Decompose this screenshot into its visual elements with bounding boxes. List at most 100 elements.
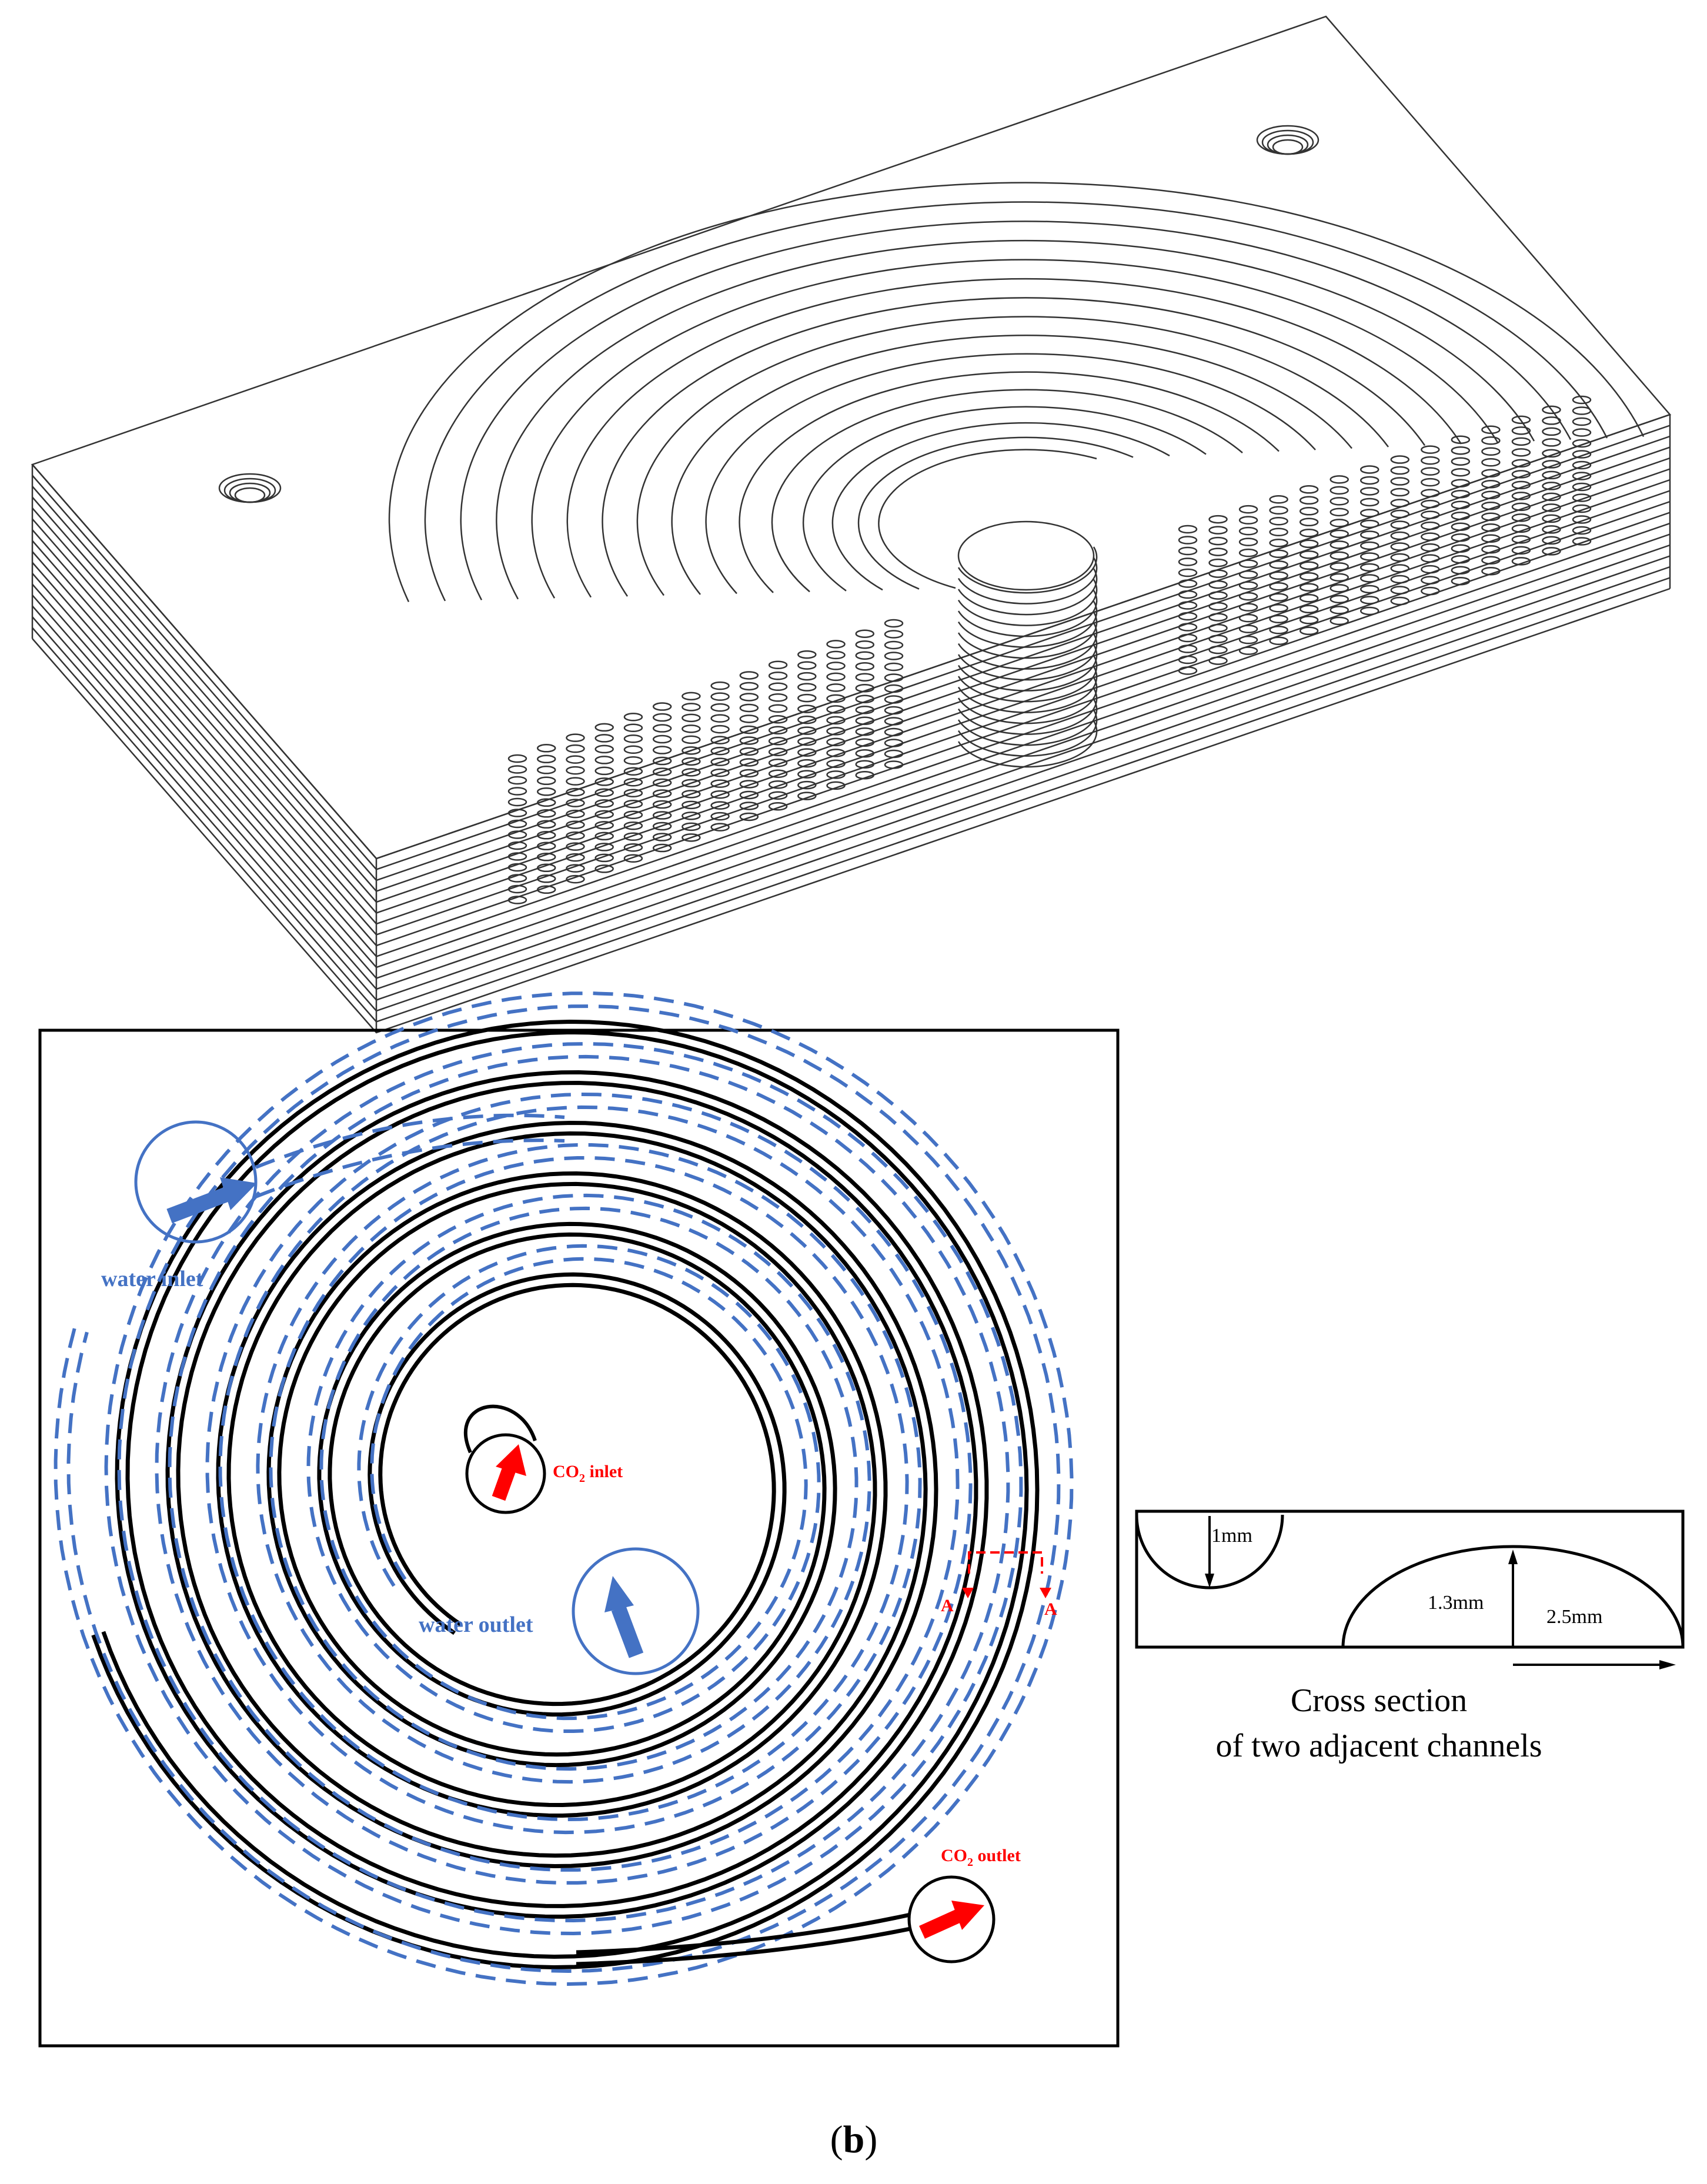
channel-port bbox=[507, 776, 527, 785]
channel-port bbox=[1238, 537, 1258, 546]
water-channel-dashed bbox=[54, 991, 1074, 1986]
channel-port bbox=[1511, 524, 1531, 533]
channel-port bbox=[682, 724, 701, 733]
channel-port bbox=[797, 748, 817, 757]
channel-arc bbox=[460, 221, 1572, 600]
channel-port bbox=[594, 843, 614, 851]
channel-port bbox=[1572, 439, 1592, 448]
channel-port bbox=[1299, 626, 1319, 636]
channel-arc bbox=[739, 371, 1280, 593]
channel-port bbox=[855, 683, 875, 693]
water-channel-dashed bbox=[66, 1004, 1061, 1973]
width-arrow-icon bbox=[1513, 1660, 1676, 1669]
channel-port bbox=[826, 662, 846, 670]
channel-port bbox=[682, 735, 701, 744]
channel-port bbox=[1421, 489, 1440, 497]
channel-port bbox=[739, 747, 759, 756]
channel-port bbox=[797, 770, 817, 779]
channel-port bbox=[1451, 533, 1471, 542]
channel-port bbox=[1542, 438, 1561, 447]
channel-port bbox=[855, 640, 875, 649]
channel-port bbox=[1542, 492, 1561, 502]
channel-port bbox=[1451, 479, 1471, 487]
co2-outlet-lead bbox=[576, 1912, 911, 1955]
channel-port bbox=[594, 853, 614, 863]
channel-port bbox=[566, 820, 585, 829]
channel-port bbox=[1451, 522, 1471, 531]
channel-port bbox=[826, 759, 846, 769]
channel-port bbox=[1269, 527, 1288, 536]
channel-port bbox=[623, 734, 643, 743]
channel-port bbox=[652, 843, 672, 853]
water-inlet-label: water inlet bbox=[101, 1267, 203, 1291]
channel-port bbox=[1390, 542, 1410, 551]
channel-port bbox=[884, 640, 904, 650]
channel-port bbox=[855, 651, 875, 660]
channel-port bbox=[739, 736, 759, 745]
channel-port bbox=[797, 693, 817, 703]
channel-port bbox=[1421, 456, 1440, 465]
channel-port bbox=[884, 727, 904, 737]
channel-port bbox=[768, 780, 788, 789]
channel-port bbox=[1542, 449, 1561, 458]
channel-port bbox=[826, 694, 846, 703]
channel-port bbox=[623, 789, 643, 797]
channel-port bbox=[1511, 513, 1531, 522]
channel-port bbox=[1390, 499, 1410, 507]
channel-port bbox=[826, 705, 846, 714]
channel-port bbox=[1451, 467, 1471, 477]
channel-port bbox=[566, 766, 585, 775]
channel-port bbox=[1208, 602, 1228, 611]
co2-inlet-label: CO2 inlet bbox=[553, 1462, 623, 1485]
water-inlet-lead bbox=[255, 1138, 565, 1198]
channel-port bbox=[566, 744, 585, 753]
channel-port bbox=[566, 874, 585, 884]
section-a-a-marker bbox=[962, 1551, 1051, 1598]
channel-port bbox=[855, 770, 875, 780]
channel-port bbox=[1451, 576, 1471, 586]
channel-port bbox=[710, 746, 730, 756]
channel-port bbox=[1238, 592, 1258, 601]
spiral-panel: water inlet water outlet CO2 inlet bbox=[38, 991, 1120, 2048]
spiral-channels bbox=[54, 991, 1074, 1986]
channel-arc bbox=[671, 335, 1352, 595]
channel-port bbox=[1178, 590, 1198, 599]
channel-port bbox=[507, 765, 527, 774]
channel-port bbox=[1269, 538, 1288, 547]
channel-port bbox=[797, 704, 817, 713]
channel-port bbox=[1269, 495, 1288, 504]
channel-port bbox=[623, 756, 643, 765]
channel-port bbox=[710, 757, 730, 766]
channel-port bbox=[1572, 460, 1592, 470]
channel-port bbox=[652, 789, 672, 798]
channel-port bbox=[1208, 558, 1228, 567]
channel-port bbox=[1329, 584, 1349, 593]
channel-port bbox=[1178, 536, 1198, 545]
channel-port bbox=[797, 759, 817, 768]
channel-port bbox=[1390, 564, 1410, 573]
channel-port bbox=[1359, 606, 1379, 616]
channel-port bbox=[710, 768, 730, 777]
channel-port bbox=[594, 723, 614, 732]
channel-port bbox=[1178, 579, 1198, 588]
channel-port bbox=[1421, 477, 1440, 487]
channel-port bbox=[1178, 546, 1198, 556]
channel-port bbox=[1451, 544, 1471, 553]
channel-port bbox=[884, 684, 904, 693]
channel-port bbox=[1269, 571, 1288, 580]
channel-port bbox=[826, 749, 846, 757]
channel-port bbox=[1359, 476, 1379, 485]
channel-port bbox=[536, 776, 556, 786]
channel-port bbox=[1329, 507, 1349, 517]
channel-port bbox=[682, 800, 701, 810]
channel-port bbox=[652, 756, 672, 766]
channel-port bbox=[768, 660, 788, 670]
channel-port bbox=[1299, 517, 1319, 527]
channel-port bbox=[768, 747, 788, 757]
channel-port bbox=[1208, 656, 1228, 665]
channel-port bbox=[652, 746, 672, 754]
channel-port bbox=[1178, 623, 1198, 632]
channel-port bbox=[682, 768, 701, 777]
channel-port bbox=[797, 650, 817, 659]
channel-port bbox=[1269, 636, 1288, 645]
